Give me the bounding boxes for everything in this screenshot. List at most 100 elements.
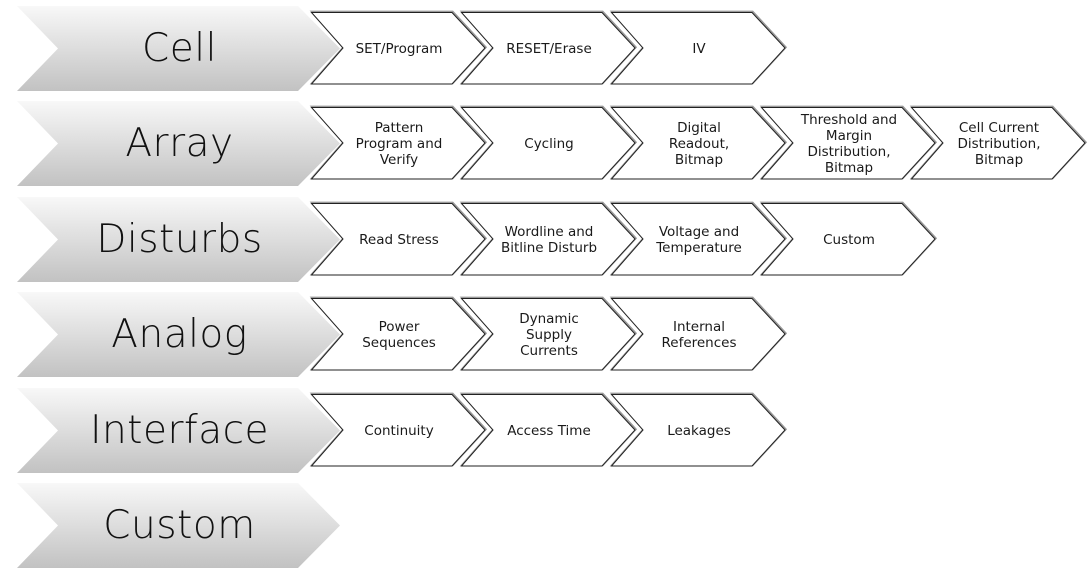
step-label: Access Time	[507, 422, 591, 439]
category-chevron-body	[17, 101, 340, 186]
step-label: Threshold and Margin Distribution, Bitma…	[800, 111, 898, 176]
step-label: RESET/Erase	[506, 40, 592, 57]
step-chevron-shape	[459, 201, 638, 276]
row-interface: Interface Continuity Access Time Leakages	[0, 388, 1089, 474]
step-chevron-body	[610, 298, 786, 371]
row-custom: Custom	[0, 483, 1089, 569]
step-chevron-iv: IV	[609, 10, 788, 85]
step-chevron-shape	[309, 392, 488, 467]
step-label: Custom	[823, 231, 875, 248]
step-label: Dynamic Supply Currents	[519, 310, 579, 359]
step-chevron-cell-current-distribution-bitmap: Cell Current Distribution, Bitmap	[909, 105, 1088, 180]
category-chevron-shape	[17, 197, 340, 282]
step-chevron-pattern-program-and-verify: Pattern Program and Verify	[309, 105, 488, 180]
step-chevron-body	[460, 107, 636, 180]
category-label: Disturbs	[96, 217, 263, 262]
step-chevron-body	[460, 203, 636, 276]
category-chevron-shape	[17, 483, 340, 568]
category-chevron-shape	[17, 388, 340, 473]
step-chevron-reset-erase: RESET/Erase	[459, 10, 638, 85]
step-chevron-body	[910, 107, 1086, 180]
step-label: Cell Current Distribution, Bitmap	[957, 119, 1041, 168]
category-chevron-body	[17, 6, 340, 91]
step-chevron-body	[310, 107, 486, 180]
category-chevron-body	[17, 292, 340, 377]
step-chevron-body	[610, 107, 786, 180]
category-chevron-custom: Custom	[17, 483, 340, 568]
step-label: Read Stress	[359, 231, 439, 248]
step-chevron-shape	[309, 201, 488, 276]
step-chevron-shape	[759, 201, 938, 276]
step-chevron-body	[310, 394, 486, 467]
category-label: Cell	[142, 26, 217, 71]
step-chevron-power-sequences: Power Sequences	[309, 296, 488, 371]
step-chevron-body	[310, 12, 486, 85]
step-chevron-shape	[609, 105, 788, 180]
step-chevron-shape	[909, 105, 1088, 180]
category-chevron-body	[17, 483, 340, 568]
step-label: Pattern Program and Verify	[355, 119, 443, 168]
category-chevron-body	[17, 197, 340, 282]
category-label: Analog	[111, 312, 248, 357]
step-label: Leakages	[667, 422, 731, 439]
step-label: Power Sequences	[362, 318, 436, 351]
row-array: Array Pattern Program and Verify Cycling Di…	[0, 101, 1089, 187]
step-chevron-custom: Custom	[759, 201, 938, 276]
step-chevron-read-stress: Read Stress	[309, 201, 488, 276]
step-chevron-shape	[459, 10, 638, 85]
step-label: SET/Program	[355, 40, 443, 57]
step-chevron-shape	[459, 392, 638, 467]
step-chevron-access-time: Access Time	[459, 392, 638, 467]
category-chevron-shape	[17, 6, 340, 91]
category-chevron-cell: Cell	[17, 6, 340, 91]
step-chevron-threshold-and-margin-distribution-bitmap: Threshold and Margin Distribution, Bitma…	[759, 105, 938, 180]
step-chevron-voltage-and-temperature: Voltage and Temperature	[609, 201, 788, 276]
category-chevron-shape	[17, 101, 340, 186]
category-chevron-analog: Analog	[17, 292, 340, 377]
category-chevron-body	[17, 388, 340, 473]
step-chevron-body	[760, 107, 936, 180]
step-chevron-shape	[609, 10, 788, 85]
step-chevron-shape	[309, 10, 488, 85]
step-chevron-dynamic-supply-currents: Dynamic Supply Currents	[459, 296, 638, 371]
step-chevron-shape	[609, 296, 788, 371]
step-label: Internal References	[661, 318, 737, 351]
step-chevron-shape	[609, 392, 788, 467]
step-label: Digital Readout, Bitmap	[668, 119, 730, 168]
step-chevron-body	[460, 298, 636, 371]
row-disturbs: Disturbs Read Stress Wordline and Bitline …	[0, 197, 1089, 283]
step-chevron-body	[460, 12, 636, 85]
step-chevron-shape	[309, 105, 488, 180]
step-chevron-digital-readout-bitmap: Digital Readout, Bitmap	[609, 105, 788, 180]
row-cell: Cell SET/Program RESET/Erase IV	[0, 6, 1089, 92]
step-chevron-body	[610, 203, 786, 276]
row-analog: Analog Power Sequences Dynamic Supply Curr…	[0, 292, 1089, 378]
step-chevron-wordline-and-bitline-disturb: Wordline and Bitline Disturb	[459, 201, 638, 276]
step-chevron-body	[610, 12, 786, 85]
step-chevron-body	[760, 203, 936, 276]
step-label: IV	[692, 40, 706, 57]
step-chevron-shape	[459, 296, 638, 371]
step-chevron-shape	[759, 105, 938, 180]
category-chevron-disturbs: Disturbs	[17, 197, 340, 282]
category-label: Interface	[89, 408, 270, 453]
step-label: Wordline and Bitline Disturb	[500, 223, 598, 256]
step-label: Continuity	[364, 422, 434, 439]
step-chevron-internal-references: Internal References	[609, 296, 788, 371]
step-chevron-body	[310, 203, 486, 276]
step-chevron-cycling: Cycling	[459, 105, 638, 180]
step-chevron-shape	[459, 105, 638, 180]
category-chevron-shape	[17, 292, 340, 377]
step-chevron-set-program: SET/Program	[309, 10, 488, 85]
step-chevron-shape	[309, 296, 488, 371]
step-chevron-leakages: Leakages	[609, 392, 788, 467]
category-label: Custom	[103, 503, 256, 548]
category-chevron-array: Array	[17, 101, 340, 186]
step-chevron-shape	[609, 201, 788, 276]
step-label: Cycling	[524, 135, 574, 152]
step-chevron-body	[310, 298, 486, 371]
category-label: Array	[125, 121, 234, 166]
category-chevron-interface: Interface	[17, 388, 340, 473]
step-chevron-body	[460, 394, 636, 467]
